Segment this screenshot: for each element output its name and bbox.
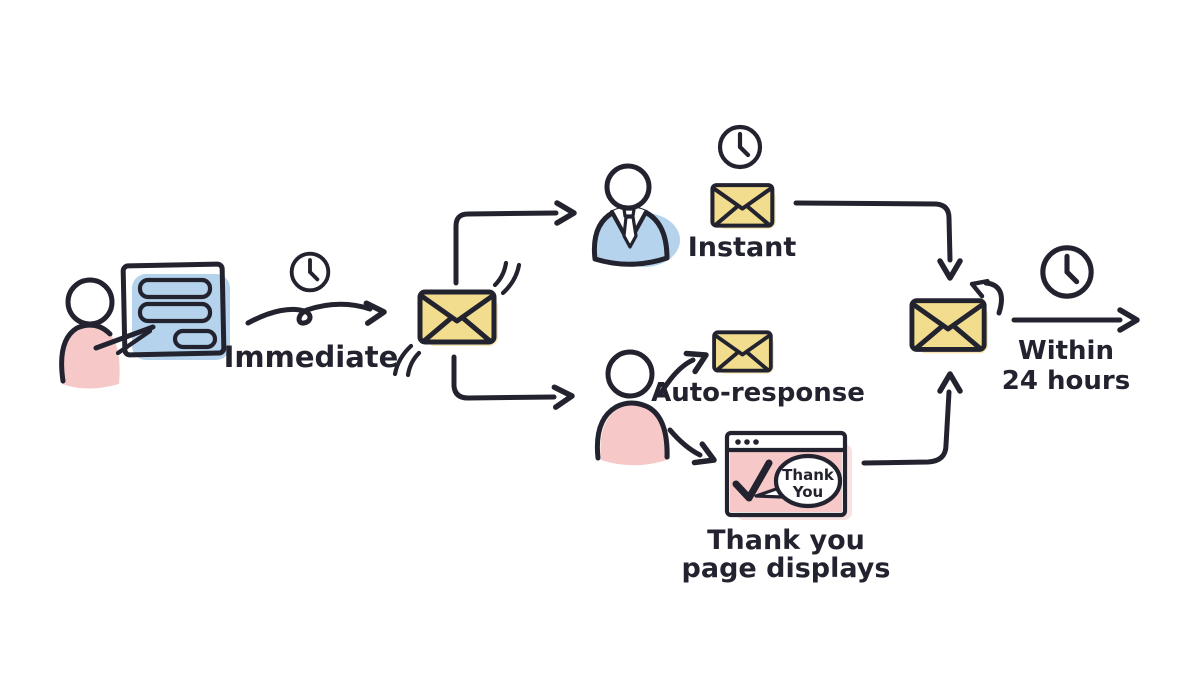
branch-arrow-bottom <box>451 354 573 407</box>
form-button-icon <box>172 328 218 350</box>
within-24-hours-label-line1: Within <box>1018 336 1114 366</box>
tie-icon <box>622 207 638 249</box>
clock-icon-immediate <box>289 251 331 293</box>
auto-response-envelope-icon <box>712 330 776 376</box>
branch-arrow-top <box>453 203 574 286</box>
within-24-hours-label-line2: 24 hours <box>1002 366 1130 396</box>
browser-dots-icon <box>735 439 759 445</box>
envelope-icon <box>420 292 498 346</box>
vibration-marks <box>392 260 522 378</box>
connector-page-to-inbox <box>861 374 960 466</box>
speech-bubble-icon: Thank You <box>754 453 843 509</box>
clock-icon-instant <box>720 127 760 167</box>
thank-you-label-line1: Thank you <box>707 525 865 556</box>
team-member-person-icon <box>591 163 680 267</box>
immediate-label: Immediate <box>224 340 399 374</box>
checkmark-icon <box>732 459 773 502</box>
instant-envelope-icon <box>712 185 775 229</box>
pointing-arm <box>93 324 156 351</box>
new-submission-envelope <box>392 260 522 378</box>
clock-icon-24h <box>1043 248 1091 296</box>
form-field-icon <box>137 301 213 324</box>
thank-you-label-line2: page displays <box>682 553 891 584</box>
thank-you-arrow <box>667 427 718 469</box>
reply-envelope-icon <box>912 301 988 354</box>
auto-response-arrow <box>658 346 710 396</box>
signup-form-icon <box>120 261 230 360</box>
visitor-submits-form <box>59 261 230 389</box>
bubble-text-line1: Thank <box>782 466 835 484</box>
auto-response-label: Auto-response <box>651 378 865 408</box>
form-field-icon <box>137 277 213 300</box>
thank-you-page-window: Thank You <box>724 430 852 520</box>
visitor-person-icon <box>59 277 156 389</box>
refresh-arrow-icon <box>969 276 1004 316</box>
instant-label: Instant <box>688 232 797 263</box>
immediate-arrow <box>245 302 385 323</box>
bubble-text-line2: You <box>792 483 823 501</box>
connector-instant-to-inbox <box>793 200 960 278</box>
final-arrow <box>1011 310 1137 330</box>
subscriber-person-icon <box>594 349 671 466</box>
